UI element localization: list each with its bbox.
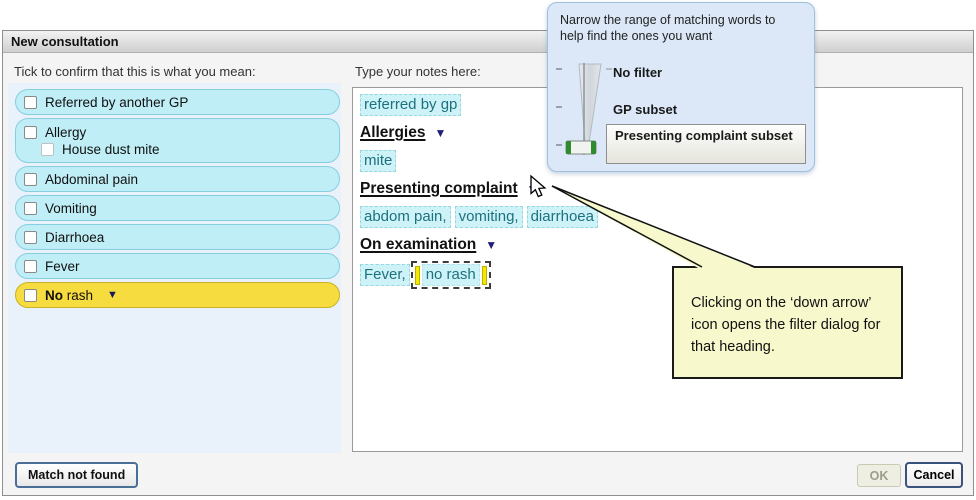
term-label: Vomiting <box>45 200 97 216</box>
dropdown-arrow-icon[interactable]: ▼ <box>526 182 539 196</box>
term-label: rash <box>63 287 94 303</box>
term-label: Fever <box>45 258 80 274</box>
confirm-panel: Referred by another GP Allergy House dus… <box>8 83 341 453</box>
checkbox-fever[interactable] <box>24 259 37 273</box>
dropdown-arrow-icon[interactable]: ▼ <box>434 126 447 140</box>
filter-option-no-filter[interactable]: No filter <box>613 65 663 80</box>
term-label: Diarrhoea <box>45 229 105 245</box>
slider-handle[interactable] <box>565 140 597 155</box>
cancel-button[interactable]: Cancel <box>905 462 963 488</box>
note-token-mite[interactable]: mite <box>360 150 397 172</box>
filter-option-gp-subset[interactable]: GP subset <box>613 102 678 117</box>
filter-tooltip-text: Narrow the range of matching words to he… <box>560 13 776 43</box>
checkbox-vomiting[interactable] <box>24 201 37 215</box>
checkbox-no-rash[interactable] <box>24 288 37 302</box>
term-pill-abdominal-pain[interactable]: Abdominal pain <box>15 166 340 192</box>
match-not-found-button[interactable]: Match not found <box>15 462 139 488</box>
checkbox-diarrhoea[interactable] <box>24 230 37 244</box>
term-label: Referred by another GP <box>45 94 189 110</box>
selection-caret-icon <box>481 265 487 285</box>
heading-allergies: Allergies <box>360 124 426 141</box>
confirm-list: Referred by another GP Allergy House dus… <box>8 83 341 308</box>
filter-tooltip: Narrow the range of matching words to he… <box>547 2 815 172</box>
term-pill-referred[interactable]: Referred by another GP <box>15 89 340 115</box>
active-selection-box: no rash <box>410 261 491 289</box>
heading-presenting-complaint: Presenting complaint <box>360 180 518 197</box>
note-token-referred[interactable]: referred by gp <box>360 94 462 116</box>
term-pill-allergy[interactable]: Allergy House dust mite <box>15 118 340 163</box>
note-token-vomiting[interactable]: vomiting, <box>454 206 523 228</box>
term-label: Abdominal pain <box>45 171 139 187</box>
note-token-diarrhoea[interactable]: diarrhoea <box>526 206 598 228</box>
dropdown-arrow-icon[interactable]: ▼ <box>485 238 498 252</box>
funnel-icon <box>578 63 602 144</box>
term-pill-vomiting[interactable]: Vomiting <box>15 195 340 221</box>
notes-label: Type your notes here: <box>355 64 481 79</box>
heading-on-examination: On examination <box>360 236 477 253</box>
dialog-titlebar: New consultation <box>3 31 973 53</box>
confirm-list-label: Tick to confirm that this is what you me… <box>14 64 256 79</box>
annotation-text: Clicking on the ‘down arrow’ icon opens … <box>691 295 881 355</box>
note-token-abdom-pain[interactable]: abdom pain, <box>360 206 451 228</box>
term-label: Allergy <box>45 124 87 140</box>
term-label-bold: No <box>45 287 63 303</box>
checkbox-referred[interactable] <box>24 95 37 109</box>
selection-caret-icon <box>414 265 420 285</box>
annotation-callout: Clicking on the ‘down arrow’ icon opens … <box>672 266 903 379</box>
dropdown-arrow-icon[interactable]: ▼ <box>107 289 118 301</box>
checkbox-house-dust-mite[interactable] <box>41 142 54 156</box>
term-pill-fever[interactable]: Fever <box>15 253 340 279</box>
dialog-title: New consultation <box>11 34 119 49</box>
filter-option-presenting-subset-selected[interactable]: Presenting complaint subset <box>606 124 806 164</box>
ok-button[interactable]: OK <box>857 464 901 487</box>
checkbox-allergy[interactable] <box>24 125 37 139</box>
term-pill-diarrhoea[interactable]: Diarrhoea <box>15 224 340 250</box>
term-pill-no-rash[interactable]: No rash ▼ <box>15 282 340 308</box>
term-sub-label: House dust mite <box>62 141 160 157</box>
note-token-fever[interactable]: Fever, <box>360 264 410 286</box>
checkbox-abdominal-pain[interactable] <box>24 172 37 186</box>
note-token-no-rash[interactable]: no rash <box>421 264 480 286</box>
